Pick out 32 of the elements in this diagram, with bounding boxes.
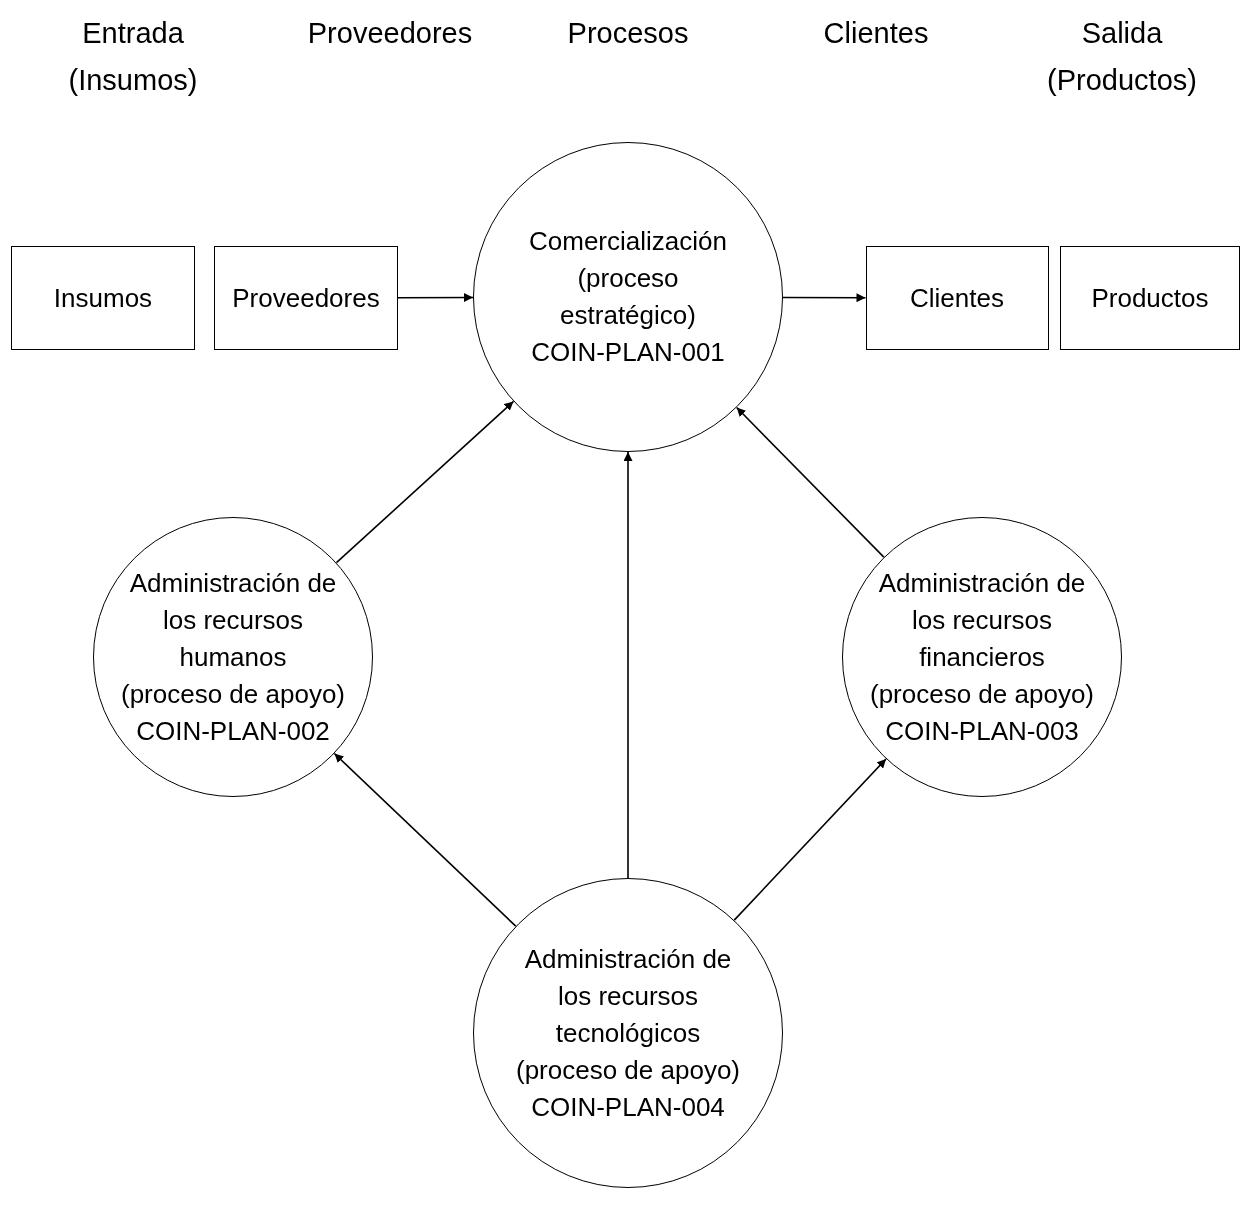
arrow	[397, 293, 474, 302]
process-box	[214, 246, 398, 350]
column-heading: Clientes	[823, 17, 929, 49]
node-text: (proceso de apoyo)	[121, 677, 345, 711]
arrow	[335, 400, 515, 564]
node-text: Administración de los recursos financieros	[877, 566, 1087, 674]
column-heading: Procesos	[567, 17, 689, 49]
node-text: (proceso de apoyo)	[870, 677, 1094, 711]
process-box	[1060, 246, 1240, 350]
arrow	[623, 451, 633, 879]
node-text: COIN-PLAN-002	[136, 714, 330, 748]
node-text: Administración de los recursos tecnológicos	[523, 942, 733, 1050]
arrow	[735, 406, 885, 558]
arrow	[782, 293, 867, 303]
arrow	[733, 758, 887, 921]
column-heading: Salida (Productos)	[1047, 17, 1197, 96]
node-text: COIN-PLAN-004	[531, 1090, 725, 1124]
column-heading: Proveedores	[307, 17, 473, 49]
node-text: COIN-PLAN-001	[531, 336, 725, 369]
column-heading: Entrada (Insumos)	[68, 17, 198, 96]
process-box	[865, 246, 1049, 350]
node-text: Comercialización	[529, 225, 727, 258]
node-text: Productos	[1091, 282, 1209, 314]
node-text: COIN-PLAN-003	[885, 714, 1079, 748]
node-text: Proveedores	[232, 282, 380, 314]
process-box	[11, 246, 195, 350]
node-text: Insumos	[53, 282, 153, 314]
node-text: (proceso estratégico)	[559, 262, 697, 332]
node-text: Administración de los recursos humanos	[128, 566, 338, 674]
node-text: (proceso de apoyo)	[516, 1053, 740, 1087]
arrow	[333, 752, 517, 927]
node-text: Clientes	[910, 282, 1004, 314]
